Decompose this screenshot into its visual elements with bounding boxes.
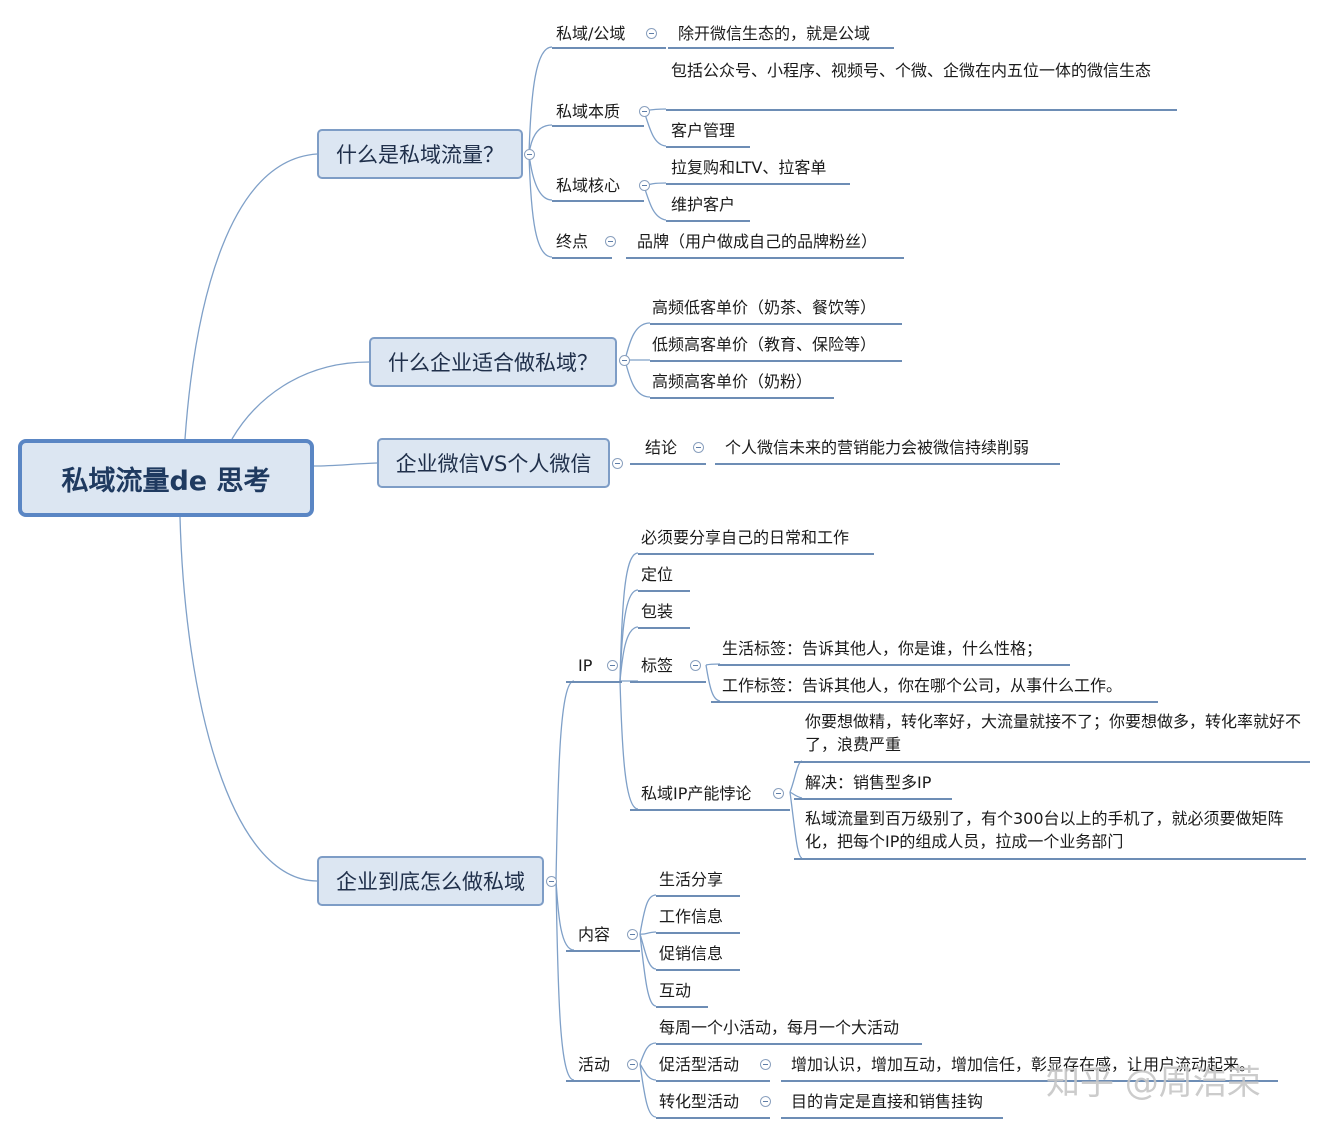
- topic-essence[interactable]: 私域本质: [556, 102, 621, 121]
- collapse-toggle-icon[interactable]: [524, 149, 535, 160]
- collapse-toggle-icon[interactable]: [639, 180, 650, 191]
- link-b1-c1: [528, 46, 553, 155]
- topic-tags[interactable]: 标签: [641, 656, 674, 675]
- link-activity-c1: [639, 1042, 657, 1065]
- link-content-c3: [639, 933, 657, 970]
- topic-conclusion[interactable]: 结论: [645, 438, 678, 457]
- detail-wechat-weakened[interactable]: 个人微信未来的营销能力会被微信持续削弱: [725, 438, 1030, 457]
- topic-promo-info[interactable]: 促销信息: [659, 944, 724, 963]
- collapse-toggle-icon[interactable]: [605, 236, 616, 247]
- watermark: 知乎 @周浩荣: [1046, 1063, 1261, 1103]
- link-paradox-d3: [789, 791, 803, 859]
- collapse-toggle-icon[interactable]: [760, 1059, 771, 1070]
- detail-conversion[interactable]: 目的肯定是直接和销售挂钩: [791, 1092, 984, 1111]
- link-paradox-d2: [789, 791, 803, 799]
- link-root-b1: [184, 153, 318, 440]
- topic-high-freq-high-price[interactable]: 高频高客单价（奶粉）: [652, 372, 813, 391]
- topic-life-share[interactable]: 生活分享: [659, 870, 724, 889]
- detail-paradox-explained[interactable]: 你要想做精，转化率好，大流量就接不了；你要想做多，转化率就好不了，浪费严重: [805, 712, 1302, 754]
- link-b4-content: [555, 880, 575, 951]
- link-content-c4: [639, 933, 657, 1007]
- topic-ip-paradox[interactable]: 私域IP产能悖论: [641, 784, 752, 803]
- collapse-toggle-icon[interactable]: [760, 1096, 771, 1107]
- topic-low-freq-high-price[interactable]: 低频高客单价（教育、保险等）: [652, 335, 877, 354]
- topic-share-daily[interactable]: 必须要分享自己的日常和工作: [641, 528, 850, 547]
- collapse-toggle-icon[interactable]: [627, 1059, 638, 1070]
- branch-wecom-vs-wechat[interactable]: 企业微信VS个人微信: [377, 438, 610, 488]
- link-b2-c3: [624, 359, 651, 398]
- link-b4-ip: [555, 680, 575, 882]
- link-b2-c1: [624, 322, 651, 361]
- link-paradox-d1: [789, 760, 803, 793]
- topic-weekly-monthly[interactable]: 每周一个小活动，每月一个大活动: [659, 1018, 900, 1037]
- collapse-toggle-icon[interactable]: [639, 106, 650, 117]
- topic-work-info[interactable]: 工作信息: [659, 907, 724, 926]
- link-content-c2: [639, 931, 657, 935]
- link-content-c1: [639, 894, 657, 935]
- detail-brand[interactable]: 品牌（用户做成自己的品牌粉丝）: [637, 232, 878, 251]
- link-b1c3-d2: [643, 185, 667, 221]
- collapse-toggle-icon[interactable]: [612, 458, 623, 469]
- link-root-b4: [179, 516, 318, 882]
- link-ip-pack: [619, 626, 639, 682]
- collapse-toggle-icon[interactable]: [690, 660, 701, 671]
- collapse-toggle-icon[interactable]: [693, 442, 704, 453]
- collapse-toggle-icon[interactable]: [627, 929, 638, 940]
- detail-customer-management[interactable]: 客户管理: [671, 121, 736, 140]
- link-b4-activity: [555, 880, 575, 1081]
- root-topic[interactable]: 私域流量de 思考: [18, 439, 314, 517]
- detail-matrix[interactable]: 私域流量到百万级别了，有个300台以上的手机了，就必须要做矩阵化，把每个IP的组…: [805, 809, 1284, 851]
- link-activity-c2: [639, 1063, 657, 1081]
- detail-life-tag[interactable]: 生活标签：告诉其他人，你是谁，什么性格；: [722, 639, 1043, 658]
- branch-what-is-private-traffic[interactable]: 什么是私域流量？: [317, 129, 523, 179]
- collapse-toggle-icon[interactable]: [773, 788, 784, 799]
- detail-work-tag[interactable]: 工作标签：告诉其他人，你在哪个公司，从事什么工作。: [722, 676, 1123, 695]
- topic-content[interactable]: 内容: [578, 925, 611, 944]
- link-ip-paradox: [619, 680, 639, 810]
- collapse-toggle-icon[interactable]: [607, 660, 618, 671]
- topic-ip[interactable]: IP: [578, 656, 593, 675]
- detail-public-domain[interactable]: 除开微信生态的，就是公域: [678, 24, 871, 43]
- collapse-toggle-icon[interactable]: [646, 28, 657, 39]
- topic-interaction[interactable]: 互动: [659, 981, 692, 1000]
- link-root-b2: [231, 361, 370, 440]
- collapse-toggle-icon[interactable]: [546, 876, 557, 887]
- detail-wechat-ecosystem[interactable]: 包括公众号、小程序、视频号、个微、企微在内五位一体的微信生态: [671, 61, 1152, 80]
- topic-packaging[interactable]: 包装: [641, 602, 674, 621]
- detail-maintain-customers[interactable]: 维护客户: [671, 195, 736, 214]
- topic-conversion-activity[interactable]: 转化型活动: [659, 1092, 740, 1111]
- topic-activity[interactable]: 活动: [578, 1055, 611, 1074]
- link-b1c2-d2: [643, 110, 667, 147]
- topic-endpoint[interactable]: 终点: [556, 232, 589, 251]
- detail-repurchase-ltv[interactable]: 拉复购和LTV、拉客单: [671, 158, 827, 177]
- topic-core[interactable]: 私域核心: [556, 176, 621, 195]
- link-activity-c3: [639, 1063, 657, 1118]
- branch-suitable-enterprises[interactable]: 什么企业适合做私域？: [369, 337, 617, 387]
- topic-private-public[interactable]: 私域/公域: [556, 24, 626, 43]
- branch-how-to-do-private[interactable]: 企业到底怎么做私域: [317, 856, 544, 906]
- collapse-toggle-icon[interactable]: [619, 355, 630, 366]
- link-b1-c3: [528, 153, 553, 201]
- topic-positioning[interactable]: 定位: [641, 565, 674, 584]
- detail-sales-multi-ip[interactable]: 解决：销售型多IP: [805, 773, 932, 792]
- link-tag-work: [705, 664, 721, 702]
- link-ip-position: [619, 589, 639, 682]
- topic-high-freq-low-price[interactable]: 高频低客单价（奶茶、餐饮等）: [652, 298, 877, 317]
- link-b1-c4: [528, 153, 553, 258]
- link-root-b3: [313, 462, 378, 467]
- topic-engagement-activity[interactable]: 促活型活动: [659, 1055, 740, 1074]
- detail-engagement[interactable]: 增加认识，增加互动，增加信任，彰显存在感，让用户流动起来。: [791, 1055, 1256, 1074]
